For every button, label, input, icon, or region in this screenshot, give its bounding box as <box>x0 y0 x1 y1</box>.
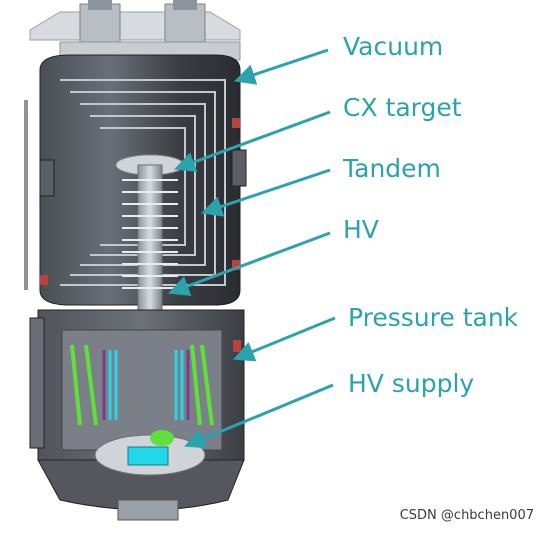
arrow-icon <box>184 383 334 449</box>
watermark: CSDN @chbchen007 <box>399 508 534 523</box>
arrow-icon <box>201 168 331 217</box>
label-tandem: Tandem <box>343 154 441 183</box>
label-pressure-tank: Pressure tank <box>348 303 519 332</box>
label-hv: HV <box>343 215 379 244</box>
label-hv-supply: HV supply <box>348 369 475 398</box>
arrow-icon <box>168 231 331 296</box>
arrow-icon <box>174 110 331 173</box>
arrow-icon <box>233 316 336 362</box>
label-cx-target: CX target <box>343 93 462 122</box>
arrow-icon <box>234 48 329 85</box>
top-feedthroughs <box>29 0 241 61</box>
leader-arrows <box>168 48 336 449</box>
label-vacuum: Vacuum <box>343 32 444 61</box>
pressure-tank <box>29 309 245 521</box>
